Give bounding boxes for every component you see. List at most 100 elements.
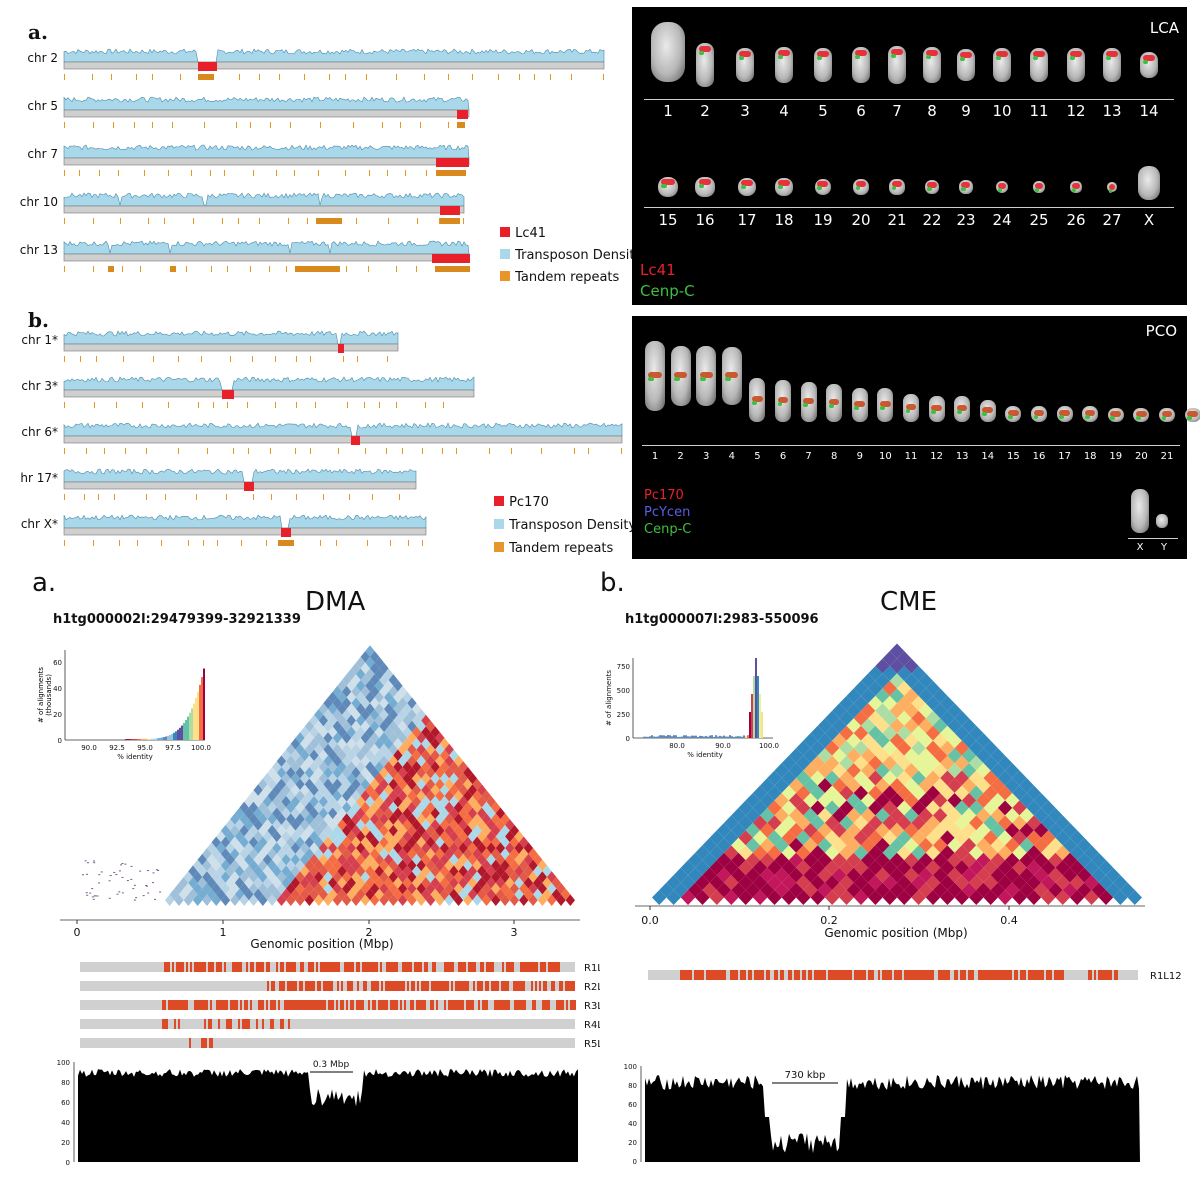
heatmap-cell <box>1048 822 1063 838</box>
heatmap-cell <box>853 710 869 726</box>
heatmap-cell <box>276 836 287 849</box>
sparse-mark <box>145 885 148 887</box>
sparse-mark <box>157 869 160 871</box>
heatmap-cell <box>868 830 883 846</box>
heatmap-cell <box>781 800 797 816</box>
sparse-mark <box>126 880 129 882</box>
tandem-repeat-tick <box>137 540 138 546</box>
heatmap-cell <box>314 836 324 849</box>
heatmap-cell <box>731 867 746 883</box>
repeat-mark <box>443 981 445 991</box>
heatmap-cell <box>832 837 847 853</box>
heatmap-cell <box>397 824 408 837</box>
heatmap-cell <box>332 836 343 849</box>
hist-ylabel: # of alignments(thousands) <box>37 667 53 723</box>
tandem-repeat-tick <box>323 494 324 500</box>
repeat-mark <box>317 981 319 991</box>
tandem-repeat-tick <box>64 494 65 500</box>
repeat-mark <box>170 1000 172 1010</box>
repeat-mark <box>236 1000 238 1010</box>
repeat-mark <box>284 1000 286 1010</box>
repeat-mark <box>1088 970 1090 980</box>
tandem-repeat-tick <box>64 356 65 362</box>
tandem-repeat-tick <box>550 74 551 80</box>
sparse-mark <box>92 898 95 900</box>
repeat-mark <box>240 962 242 972</box>
heatmap-cell <box>481 848 492 860</box>
heatmap-cell <box>402 865 412 878</box>
repeat-mark <box>1102 970 1104 980</box>
heatmap-cell <box>430 784 440 796</box>
chromosome-label: chr 2 <box>27 51 58 65</box>
tandem-repeat-tick <box>295 448 296 454</box>
heatmap-cell <box>523 853 534 866</box>
repeat-mark <box>1042 970 1044 980</box>
tandem-repeat-tick <box>320 122 321 128</box>
heatmap-cell <box>767 785 782 801</box>
repeat-track-bg <box>648 970 1138 980</box>
heatmap-cell <box>351 697 361 709</box>
heatmap-cell <box>839 695 854 711</box>
pco-chromosome-number: 6 <box>779 451 787 462</box>
repeat-mark <box>1108 970 1110 980</box>
heatmap-cell <box>211 871 221 883</box>
heatmap-cell <box>267 848 277 860</box>
repeat-mark <box>572 1000 574 1010</box>
legend-item-tandem: Tandem repeats <box>515 270 620 285</box>
fish-signal <box>1084 410 1096 416</box>
heatmap-cell <box>505 830 515 843</box>
repeat-mark <box>504 1000 506 1010</box>
satellite-block <box>222 390 234 399</box>
sparse-mark <box>152 872 155 874</box>
repeat-mark <box>389 981 391 991</box>
lca-chromosome-number: 15 <box>658 211 678 229</box>
repeat-mark <box>688 970 690 980</box>
heatmap-cell <box>281 772 291 785</box>
heatmap-cell <box>304 836 315 849</box>
heatmap-cell <box>976 867 991 883</box>
repeat-mark <box>246 962 248 972</box>
hist-bar <box>733 736 735 738</box>
heatmap-cell <box>234 807 245 820</box>
repeat-mark <box>348 962 350 972</box>
heatmap-cell <box>453 882 464 895</box>
heatmap-cell <box>421 795 431 808</box>
chromosome-label: chr 1* <box>21 333 58 347</box>
x-tick-label: 2 <box>366 926 373 939</box>
repeat-mark <box>208 962 210 972</box>
heatmap-cell <box>925 755 941 771</box>
hist-ytick-label: 0 <box>626 735 630 743</box>
fish-signal <box>1106 51 1118 57</box>
heatmap-cell <box>351 743 361 756</box>
pco-chromosome-number: 17 <box>1058 451 1071 462</box>
repeat-mark <box>272 1019 274 1029</box>
repeat-mark <box>218 1019 220 1029</box>
heatmap-cell <box>430 842 440 854</box>
tandem-repeat-tick <box>123 356 124 362</box>
tandem-repeat-block <box>457 122 465 128</box>
heatmap-cell <box>824 890 840 905</box>
repeat-mark <box>972 970 974 980</box>
heatmap-cell <box>230 871 240 883</box>
repeat-mark <box>258 962 260 972</box>
repeat-mark <box>998 970 1000 980</box>
repeat-mark <box>271 981 273 991</box>
heatmap-cell <box>817 718 833 734</box>
fish-signal <box>855 181 867 187</box>
heatmap-cell <box>421 888 431 901</box>
repeat-mark <box>734 970 736 980</box>
repeat-mark <box>459 981 461 991</box>
heatmap-cell <box>351 824 361 837</box>
repeat-mark <box>968 970 970 980</box>
heatmap-cell <box>781 770 797 786</box>
repeat-mark <box>506 1000 508 1010</box>
hist-bar <box>145 738 147 740</box>
repeat-label: R5L9 <box>584 1039 600 1050</box>
tandem-repeat-block <box>440 218 460 224</box>
repeat-mark <box>796 970 798 980</box>
heatmap-cell <box>407 894 417 906</box>
heatmap-cell <box>1026 785 1042 801</box>
heatmap-cell <box>421 807 431 820</box>
lca-chromosome-number: 14 <box>1139 102 1159 120</box>
heatmap-cell <box>388 836 398 849</box>
